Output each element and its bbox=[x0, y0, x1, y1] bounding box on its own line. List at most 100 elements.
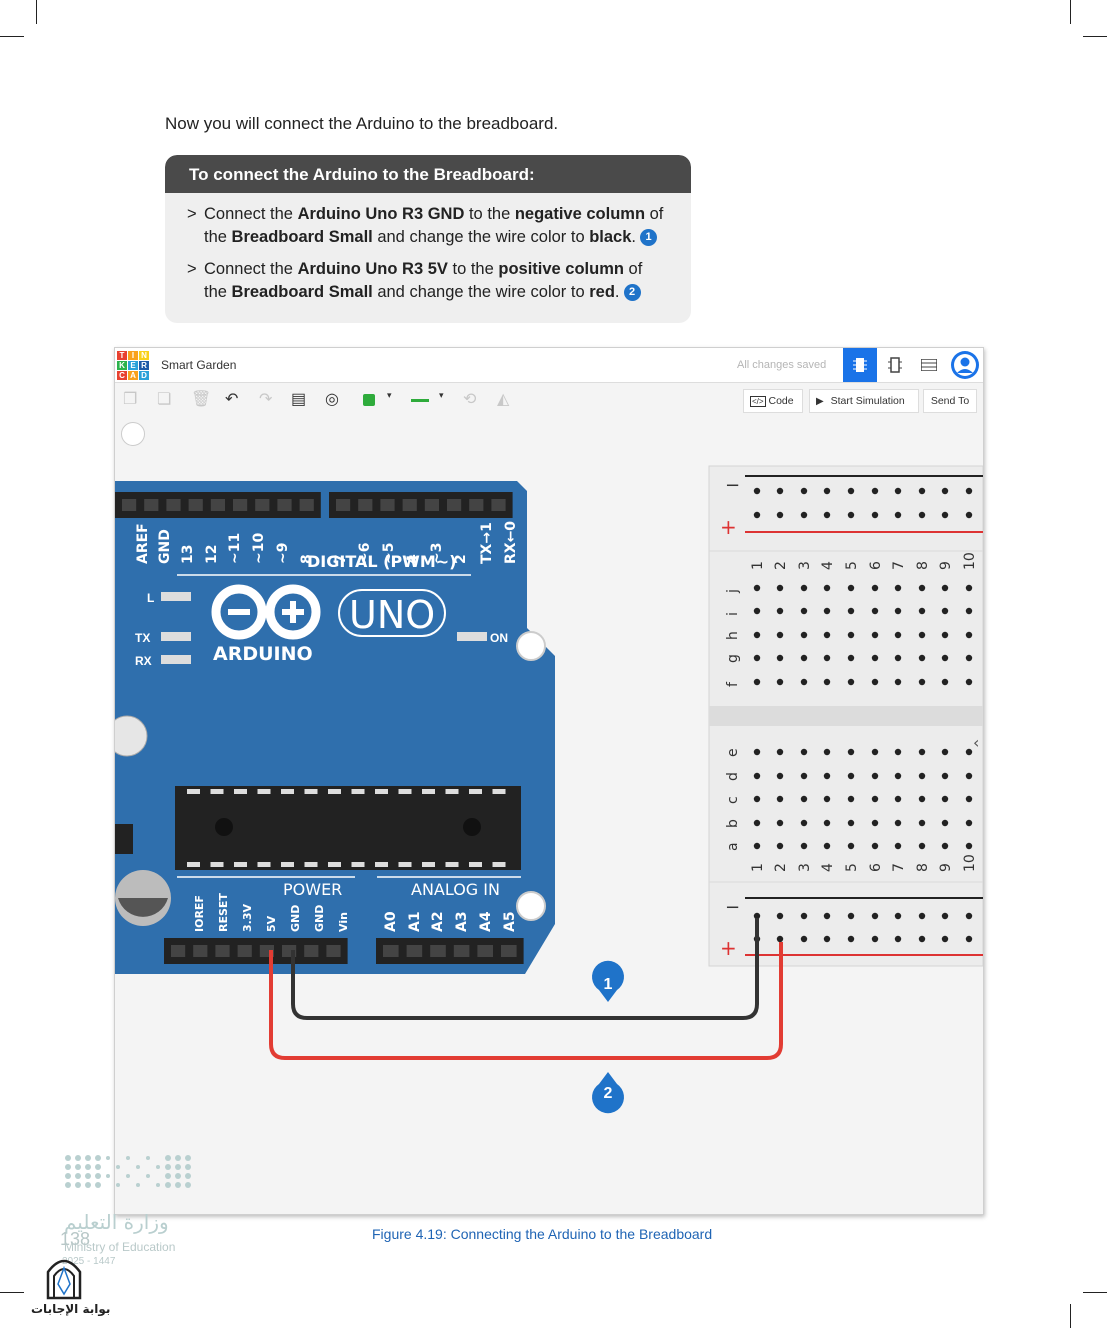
breadboard-hole[interactable] bbox=[918, 584, 926, 592]
breadboard-hole[interactable] bbox=[847, 795, 855, 803]
header-pin[interactable] bbox=[193, 945, 208, 957]
delete-icon[interactable]: 🗑 bbox=[191, 391, 212, 408]
breadboard-hole[interactable] bbox=[847, 748, 855, 756]
reset-button[interactable] bbox=[115, 715, 148, 757]
breadboard-hole[interactable] bbox=[800, 584, 808, 592]
breadboard-hole[interactable] bbox=[753, 654, 761, 662]
breadboard-hole[interactable] bbox=[847, 607, 855, 615]
breadboard-hole[interactable] bbox=[965, 607, 973, 615]
breadboard-hole[interactable] bbox=[823, 912, 831, 920]
header-pin[interactable] bbox=[424, 499, 439, 511]
breadboard-hole[interactable] bbox=[918, 678, 926, 686]
breadboard-hole[interactable] bbox=[753, 487, 761, 495]
breadboard-hole[interactable] bbox=[847, 511, 855, 519]
breadboard-hole[interactable] bbox=[776, 631, 784, 639]
schematic-view-button[interactable] bbox=[879, 348, 911, 382]
breadboard-hole[interactable] bbox=[753, 748, 761, 756]
header-pin[interactable] bbox=[491, 499, 506, 511]
breadboard-hole[interactable] bbox=[800, 511, 808, 519]
breadboard-hole[interactable] bbox=[965, 935, 973, 943]
breadboard-hole[interactable] bbox=[894, 678, 902, 686]
breadboard-hole[interactable] bbox=[941, 842, 949, 850]
fit-view-icon[interactable] bbox=[121, 422, 145, 446]
breadboard-hole[interactable] bbox=[753, 819, 761, 827]
breadboard-hole[interactable] bbox=[800, 842, 808, 850]
breadboard-hole[interactable] bbox=[847, 584, 855, 592]
breadboard-hole[interactable] bbox=[941, 748, 949, 756]
header-pin[interactable] bbox=[188, 499, 203, 511]
breadboard-hole[interactable] bbox=[753, 678, 761, 686]
component-list-button[interactable] bbox=[913, 348, 945, 382]
breadboard-hole[interactable] bbox=[800, 935, 808, 943]
breadboard-hole[interactable] bbox=[894, 631, 902, 639]
header-pin[interactable] bbox=[336, 499, 351, 511]
breadboard-hole[interactable] bbox=[941, 819, 949, 827]
breadboard-hole[interactable] bbox=[776, 842, 784, 850]
breadboard-hole[interactable] bbox=[847, 631, 855, 639]
breadboard-hole[interactable] bbox=[753, 511, 761, 519]
breadboard-hole[interactable] bbox=[965, 631, 973, 639]
breadboard-hole[interactable] bbox=[941, 912, 949, 920]
redo-icon[interactable]: ↷ bbox=[259, 391, 273, 408]
breadboard-hole[interactable] bbox=[753, 795, 761, 803]
chevron-down-icon[interactable]: ▾ bbox=[439, 390, 444, 400]
breadboard-hole[interactable] bbox=[965, 912, 973, 920]
breadboard-hole[interactable] bbox=[871, 842, 879, 850]
breadboard-hole[interactable] bbox=[753, 631, 761, 639]
analog-header[interactable] bbox=[376, 938, 524, 964]
breadboard-hole[interactable] bbox=[918, 511, 926, 519]
breadboard-hole[interactable] bbox=[800, 487, 808, 495]
breadboard-hole[interactable] bbox=[894, 842, 902, 850]
annotation-icon[interactable]: ◎ bbox=[325, 391, 339, 408]
breadboard-hole[interactable] bbox=[871, 795, 879, 803]
header-pin[interactable] bbox=[122, 499, 137, 511]
header-pin[interactable] bbox=[255, 499, 270, 511]
breadboard-hole[interactable] bbox=[800, 819, 808, 827]
breadboard-hole[interactable] bbox=[871, 511, 879, 519]
breadboard-hole[interactable] bbox=[776, 607, 784, 615]
breadboard-hole[interactable] bbox=[871, 631, 879, 639]
user-avatar[interactable] bbox=[948, 348, 982, 382]
header-pin[interactable] bbox=[477, 945, 493, 957]
breadboard-hole[interactable] bbox=[776, 912, 784, 920]
header-pin[interactable] bbox=[358, 499, 373, 511]
breadboard-hole[interactable] bbox=[776, 678, 784, 686]
header-pin[interactable] bbox=[326, 945, 341, 957]
breadboard-hole[interactable] bbox=[918, 795, 926, 803]
breadboard-hole[interactable] bbox=[941, 772, 949, 780]
breadboard-hole[interactable] bbox=[941, 795, 949, 803]
breadboard-hole[interactable] bbox=[871, 487, 879, 495]
breadboard-hole[interactable] bbox=[823, 607, 831, 615]
breadboard-hole[interactable] bbox=[965, 819, 973, 827]
breadboard-hole[interactable] bbox=[800, 795, 808, 803]
breadboard-hole[interactable] bbox=[847, 487, 855, 495]
breadboard-hole[interactable] bbox=[894, 935, 902, 943]
breadboard-hole[interactable] bbox=[823, 487, 831, 495]
breadboard-hole[interactable] bbox=[823, 748, 831, 756]
breadboard-hole[interactable] bbox=[800, 772, 808, 780]
breadboard-hole[interactable] bbox=[800, 607, 808, 615]
breadboard-hole[interactable] bbox=[753, 842, 761, 850]
breadboard-hole[interactable] bbox=[894, 584, 902, 592]
breadboard-hole[interactable] bbox=[800, 748, 808, 756]
header-pin[interactable] bbox=[233, 499, 248, 511]
header-pin[interactable] bbox=[406, 945, 423, 957]
breadboard-hole[interactable] bbox=[823, 654, 831, 662]
breadboard-hole[interactable] bbox=[871, 935, 879, 943]
breadboard-hole[interactable] bbox=[871, 912, 879, 920]
circuit-view-button[interactable] bbox=[843, 348, 877, 382]
breadboard-hole[interactable] bbox=[871, 584, 879, 592]
breadboard-hole[interactable] bbox=[776, 654, 784, 662]
breadboard-hole[interactable] bbox=[894, 912, 902, 920]
header-pin[interactable] bbox=[210, 499, 225, 511]
breadboard-hole[interactable] bbox=[847, 935, 855, 943]
header-pin[interactable] bbox=[453, 945, 470, 957]
paste-icon[interactable]: ❏ bbox=[157, 391, 172, 408]
breadboard-hole[interactable] bbox=[894, 772, 902, 780]
breadboard-hole[interactable] bbox=[918, 819, 926, 827]
breadboard-hole[interactable] bbox=[823, 584, 831, 592]
breadboard-hole[interactable] bbox=[823, 772, 831, 780]
breadboard-hole[interactable] bbox=[800, 912, 808, 920]
copy-icon[interactable]: ❐ bbox=[123, 391, 138, 408]
gnd-wire[interactable] bbox=[291, 918, 759, 1020]
